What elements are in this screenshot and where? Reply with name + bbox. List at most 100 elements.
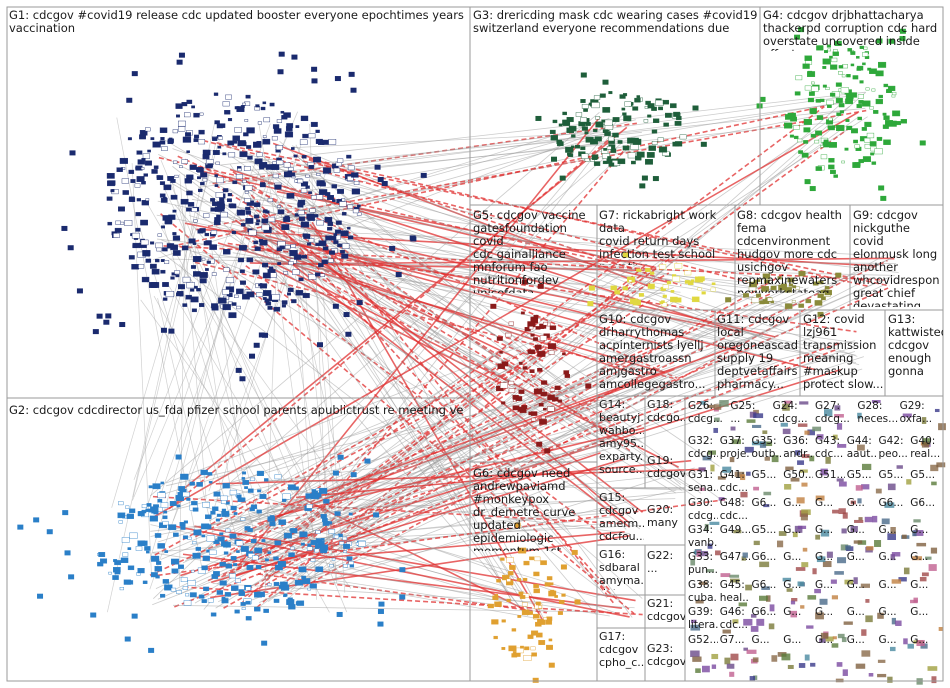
node	[523, 577, 528, 581]
node	[789, 134, 794, 138]
node	[347, 165, 355, 171]
node	[530, 646, 536, 651]
node	[891, 91, 897, 96]
node	[399, 594, 406, 600]
node	[487, 603, 494, 609]
node	[921, 572, 929, 577]
edge-221	[272, 427, 645, 518]
node	[606, 146, 612, 150]
edge-147	[157, 357, 539, 517]
node	[176, 59, 183, 65]
node	[531, 417, 537, 422]
node	[351, 172, 359, 178]
node	[850, 51, 856, 55]
node	[861, 463, 872, 471]
node	[254, 214, 260, 219]
node	[743, 293, 749, 298]
node	[318, 240, 327, 246]
small-group-label: G...	[846, 551, 865, 563]
node	[889, 646, 896, 652]
small-group-label: G48: cdc...	[719, 497, 748, 522]
node	[649, 271, 655, 275]
node	[761, 586, 770, 590]
node	[202, 555, 210, 561]
node	[202, 502, 210, 508]
node	[658, 264, 667, 270]
node	[318, 487, 328, 494]
edge-16	[170, 105, 825, 248]
node	[882, 124, 889, 129]
node	[707, 543, 713, 549]
node	[884, 502, 895, 508]
node	[350, 87, 357, 93]
node	[191, 207, 198, 213]
node	[233, 563, 238, 567]
node	[604, 119, 613, 126]
node	[814, 139, 820, 144]
node	[853, 577, 858, 585]
node	[228, 312, 237, 319]
node	[807, 97, 814, 103]
node	[302, 293, 310, 299]
node	[662, 146, 666, 150]
node	[546, 576, 553, 581]
node	[535, 326, 541, 330]
node	[186, 190, 193, 196]
node	[192, 541, 197, 545]
group-label-g14: G14: beautyj... wahbo... amy95... expart…	[599, 398, 644, 476]
node	[215, 161, 220, 165]
node	[861, 650, 871, 657]
node	[508, 645, 517, 652]
node	[833, 174, 838, 178]
node	[154, 533, 162, 538]
node	[219, 561, 226, 567]
node	[224, 110, 231, 115]
node	[310, 121, 318, 127]
node	[119, 587, 124, 591]
node	[580, 72, 587, 78]
node	[238, 589, 244, 593]
node	[253, 240, 259, 245]
node	[508, 380, 515, 385]
node	[730, 653, 739, 661]
node	[883, 83, 889, 88]
node	[120, 221, 125, 225]
node	[127, 137, 132, 141]
edge-264	[268, 223, 309, 504]
node	[286, 123, 294, 129]
node	[197, 139, 206, 145]
node	[329, 235, 337, 241]
node	[672, 141, 679, 147]
node	[549, 325, 557, 331]
node	[871, 400, 881, 404]
node	[857, 444, 865, 451]
node	[284, 215, 290, 220]
node	[877, 612, 884, 619]
node	[341, 253, 349, 259]
node	[194, 134, 200, 139]
group-label-g21: G21: cdcgov letore...	[647, 597, 685, 625]
node	[759, 300, 765, 305]
node	[127, 565, 135, 571]
node	[160, 197, 168, 203]
node	[168, 137, 173, 141]
node	[113, 233, 120, 238]
node	[273, 128, 282, 134]
node	[738, 602, 748, 607]
node	[538, 640, 546, 645]
small-group-label: G49...	[719, 524, 750, 536]
node	[348, 560, 355, 565]
edge-128	[230, 142, 623, 483]
node	[292, 269, 300, 275]
node	[332, 303, 339, 309]
node	[197, 229, 204, 234]
node	[790, 610, 798, 618]
node	[631, 160, 636, 165]
node	[210, 510, 216, 515]
node	[499, 351, 503, 354]
node	[240, 546, 249, 552]
edge-253	[179, 199, 186, 587]
node	[389, 245, 396, 251]
edge-15	[209, 121, 840, 184]
node	[199, 303, 205, 307]
